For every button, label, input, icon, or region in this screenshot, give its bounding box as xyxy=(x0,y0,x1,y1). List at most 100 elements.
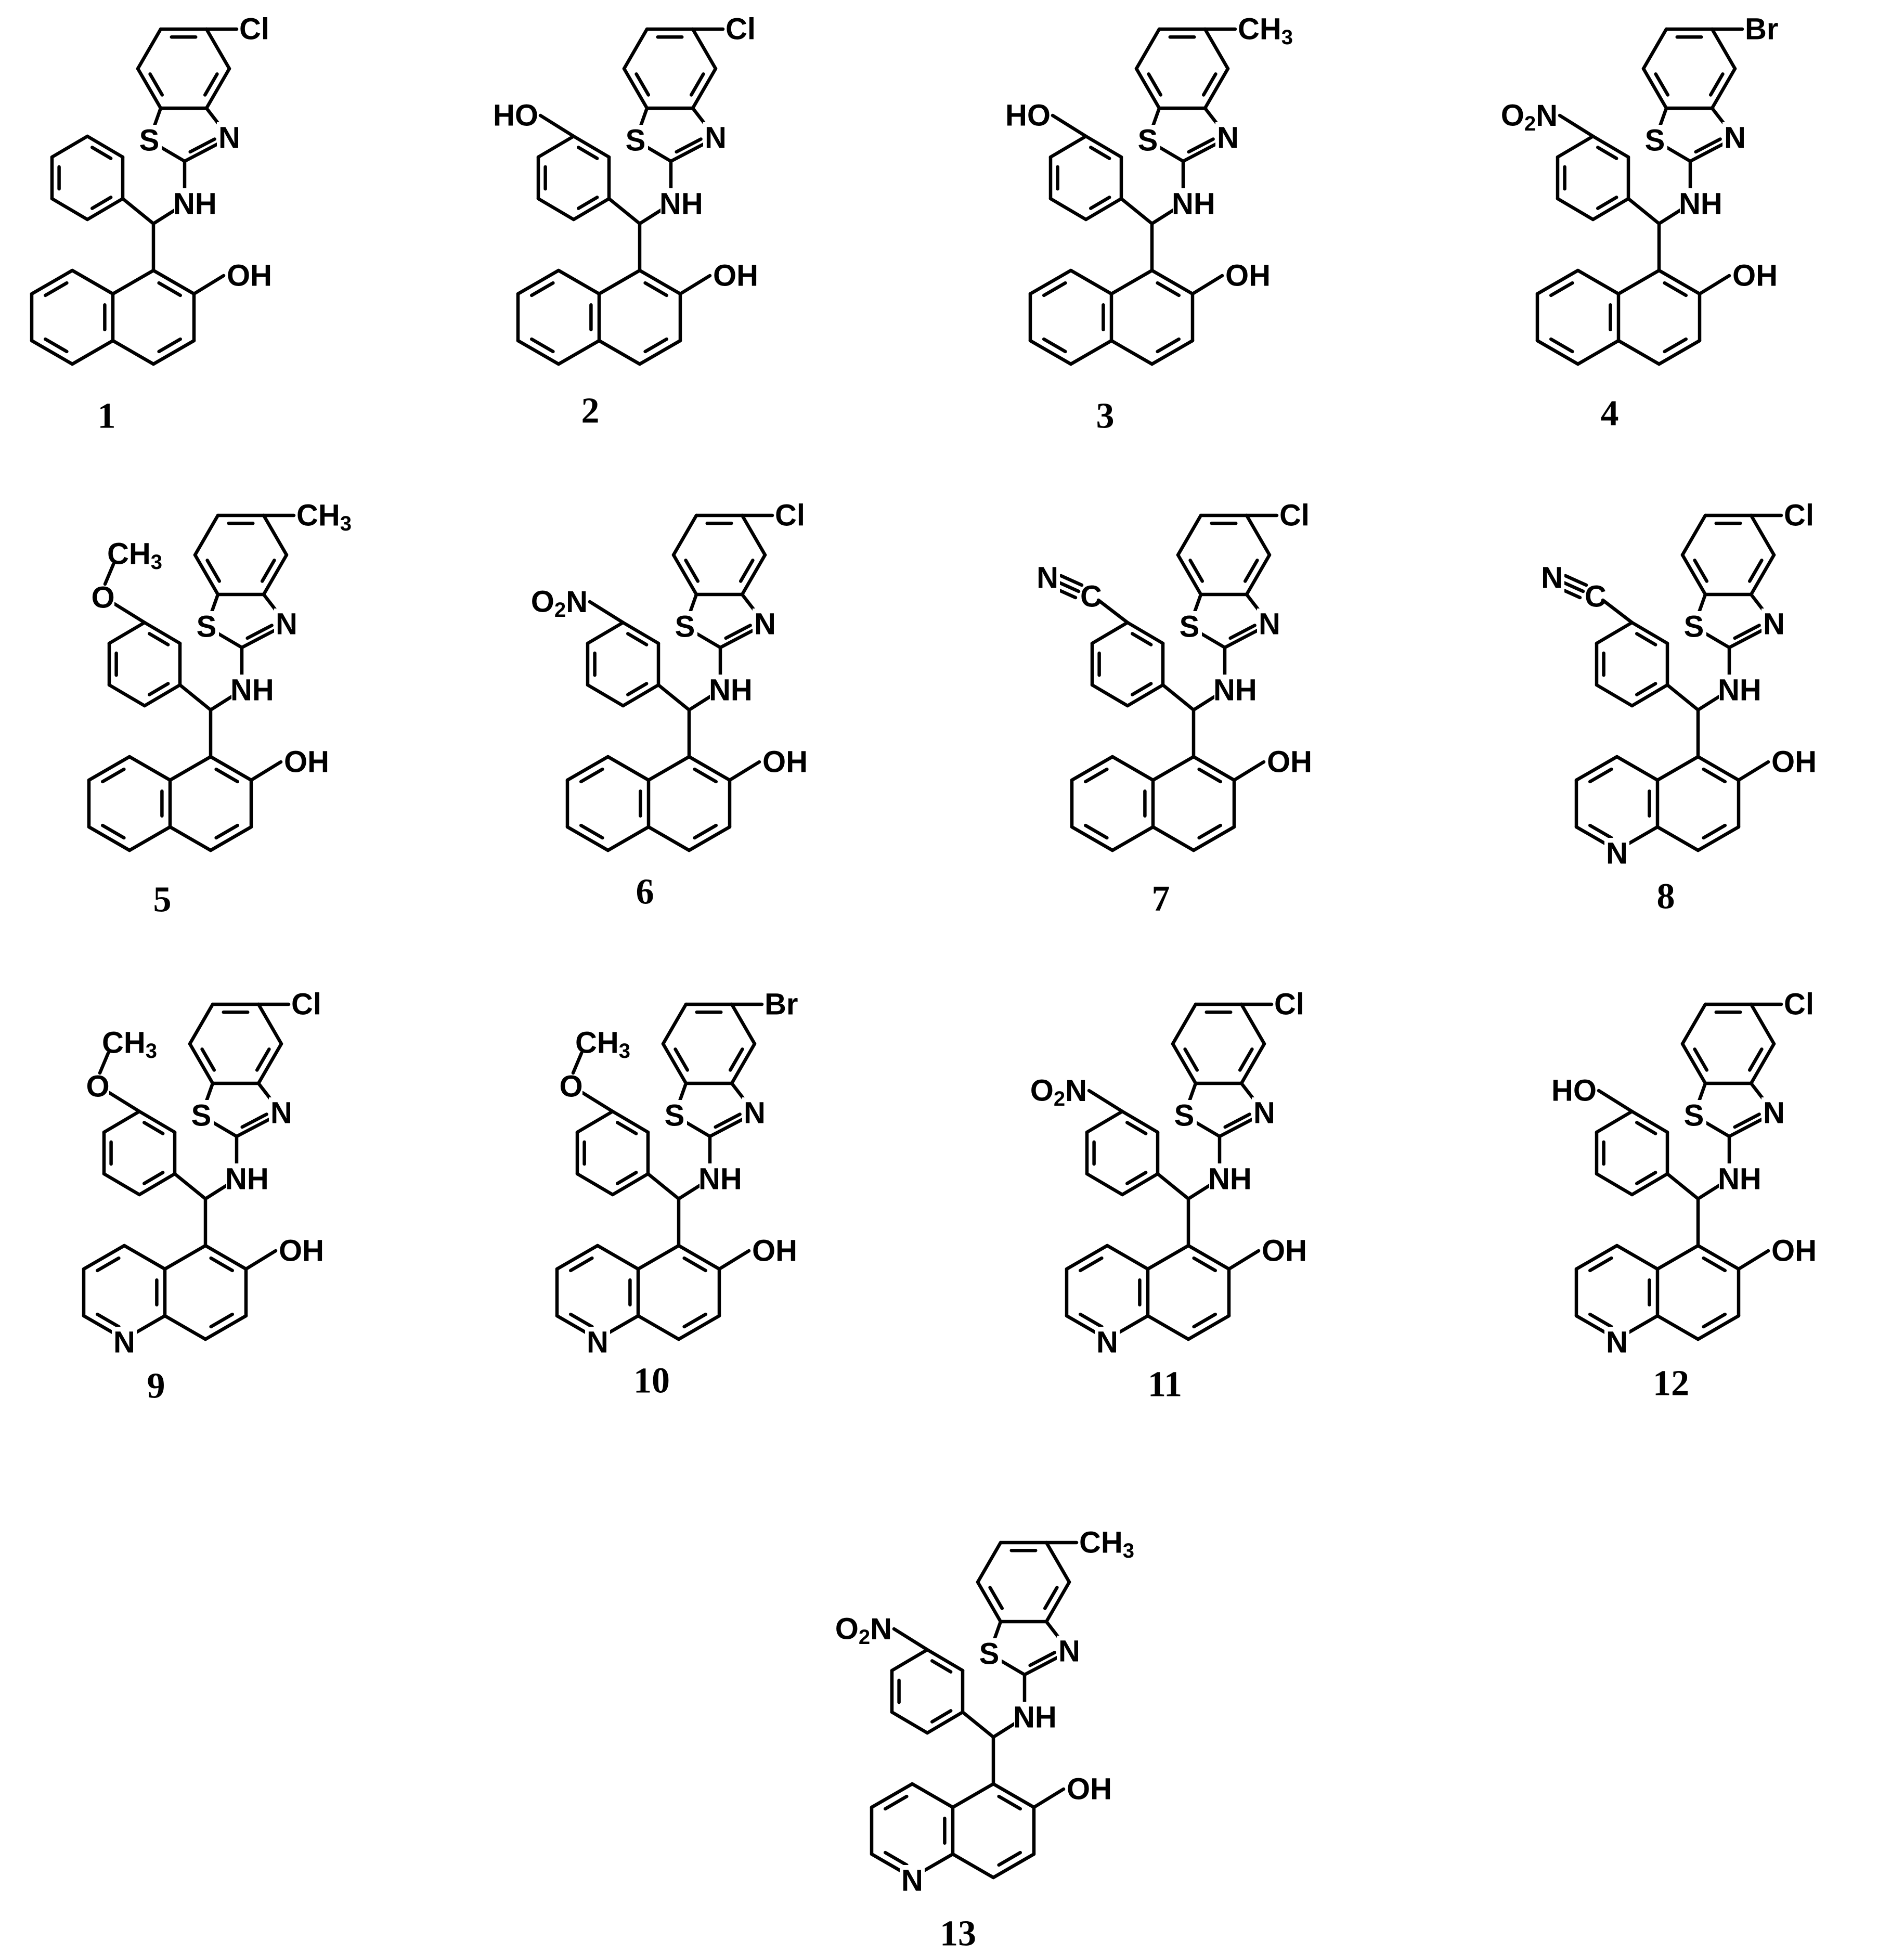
bond xyxy=(188,1042,215,1085)
bond xyxy=(122,1244,167,1271)
bond xyxy=(1084,197,1123,222)
bond xyxy=(1147,72,1163,97)
bond xyxy=(739,559,755,583)
bond xyxy=(107,683,147,708)
compound-number-label: 3 xyxy=(1096,396,1115,436)
bond xyxy=(693,767,718,784)
bond xyxy=(925,1710,965,1735)
hydroxyl-label: OH xyxy=(1771,745,1817,779)
bond xyxy=(1710,67,1737,110)
bond xyxy=(1120,1109,1160,1134)
bond xyxy=(1733,624,1761,640)
atom-mask xyxy=(1680,188,1732,219)
bond xyxy=(1696,825,1741,852)
bond xyxy=(1665,1172,1700,1201)
bond xyxy=(142,1121,165,1135)
nh-linker-label: NH xyxy=(709,674,753,707)
bond xyxy=(1696,755,1741,782)
bond xyxy=(192,274,226,296)
bond xyxy=(262,553,289,597)
bond xyxy=(671,553,698,597)
bond xyxy=(1655,825,1700,852)
hydroxyl-label: OH xyxy=(762,745,808,779)
nitrile-nitrogen-label: N xyxy=(1541,561,1563,595)
chloro-substituent: Cl xyxy=(239,12,269,46)
sulfur-atom: S xyxy=(1138,124,1158,158)
bond xyxy=(1615,1244,1660,1271)
bond xyxy=(1056,580,1081,593)
thiazole-nitrogen: N xyxy=(705,121,727,155)
compound-number-label: 7 xyxy=(1152,879,1170,919)
bond xyxy=(1201,72,1217,97)
bond xyxy=(1192,1312,1217,1329)
bond xyxy=(1048,134,1088,159)
hydroxyl-label: OH xyxy=(713,259,758,293)
bond xyxy=(595,1244,640,1271)
bond xyxy=(536,197,576,222)
bond xyxy=(87,755,132,782)
bond xyxy=(622,27,649,71)
atom-mask xyxy=(703,122,728,153)
compound-number-label: 8 xyxy=(1657,877,1675,917)
aryl-hydroxyl-label: HO xyxy=(1551,1074,1597,1108)
bond xyxy=(1191,825,1236,852)
bond xyxy=(1239,1002,1266,1046)
bond xyxy=(1084,134,1123,159)
bond xyxy=(991,1852,1036,1880)
bond xyxy=(1125,1171,1148,1185)
bond xyxy=(1042,337,1067,354)
bond xyxy=(147,682,170,696)
bond xyxy=(1657,339,1702,366)
nh-linker-label: NH xyxy=(1013,1701,1057,1734)
atom-mask xyxy=(231,675,283,706)
bond xyxy=(1171,1002,1198,1046)
bond xyxy=(204,27,231,71)
atom-mask xyxy=(623,125,648,156)
bond xyxy=(638,339,682,366)
bond xyxy=(209,1256,235,1273)
thiazole-nitrogen: N xyxy=(754,607,776,641)
chloro-substituent: Cl xyxy=(726,12,756,46)
bond xyxy=(1749,1002,1776,1046)
bond xyxy=(240,1112,268,1129)
bond xyxy=(1563,574,1588,587)
bond xyxy=(1043,1586,1059,1610)
nitro-group-label: O2N xyxy=(1030,1074,1087,1111)
bond xyxy=(1151,755,1196,782)
bond xyxy=(740,553,767,597)
bond xyxy=(112,602,147,625)
bond xyxy=(1616,268,1661,296)
bond xyxy=(157,281,183,297)
bond xyxy=(606,825,651,852)
thiazole-nitrogen: N xyxy=(1763,1096,1785,1130)
bond xyxy=(50,134,89,159)
bond xyxy=(673,1047,690,1072)
bond xyxy=(1070,755,1115,782)
bond xyxy=(571,1051,584,1075)
bond xyxy=(976,1580,1003,1624)
atom-mask xyxy=(900,1865,925,1896)
bond xyxy=(1120,1172,1160,1197)
bond xyxy=(100,767,126,784)
sulfur-atom: S xyxy=(626,124,646,158)
hydroxyl-label: OH xyxy=(1067,1772,1112,1806)
bond xyxy=(728,760,761,782)
bond xyxy=(1186,1314,1231,1341)
compound-number-label: 1 xyxy=(98,396,116,436)
quinoline-nitrogen: N xyxy=(587,1326,608,1360)
bond xyxy=(1702,823,1727,840)
bond xyxy=(214,767,240,784)
sulfur-atom: S xyxy=(1645,124,1665,158)
bond xyxy=(151,339,196,366)
atom-mask xyxy=(560,1072,582,1101)
bond xyxy=(87,825,132,852)
bond xyxy=(1192,1256,1217,1273)
quinoline-nitrogen: N xyxy=(1606,837,1628,871)
bond xyxy=(568,1256,594,1273)
thiazole-nitrogen: N xyxy=(1217,121,1239,155)
bond xyxy=(1065,1244,1109,1271)
bond xyxy=(1702,1312,1727,1329)
